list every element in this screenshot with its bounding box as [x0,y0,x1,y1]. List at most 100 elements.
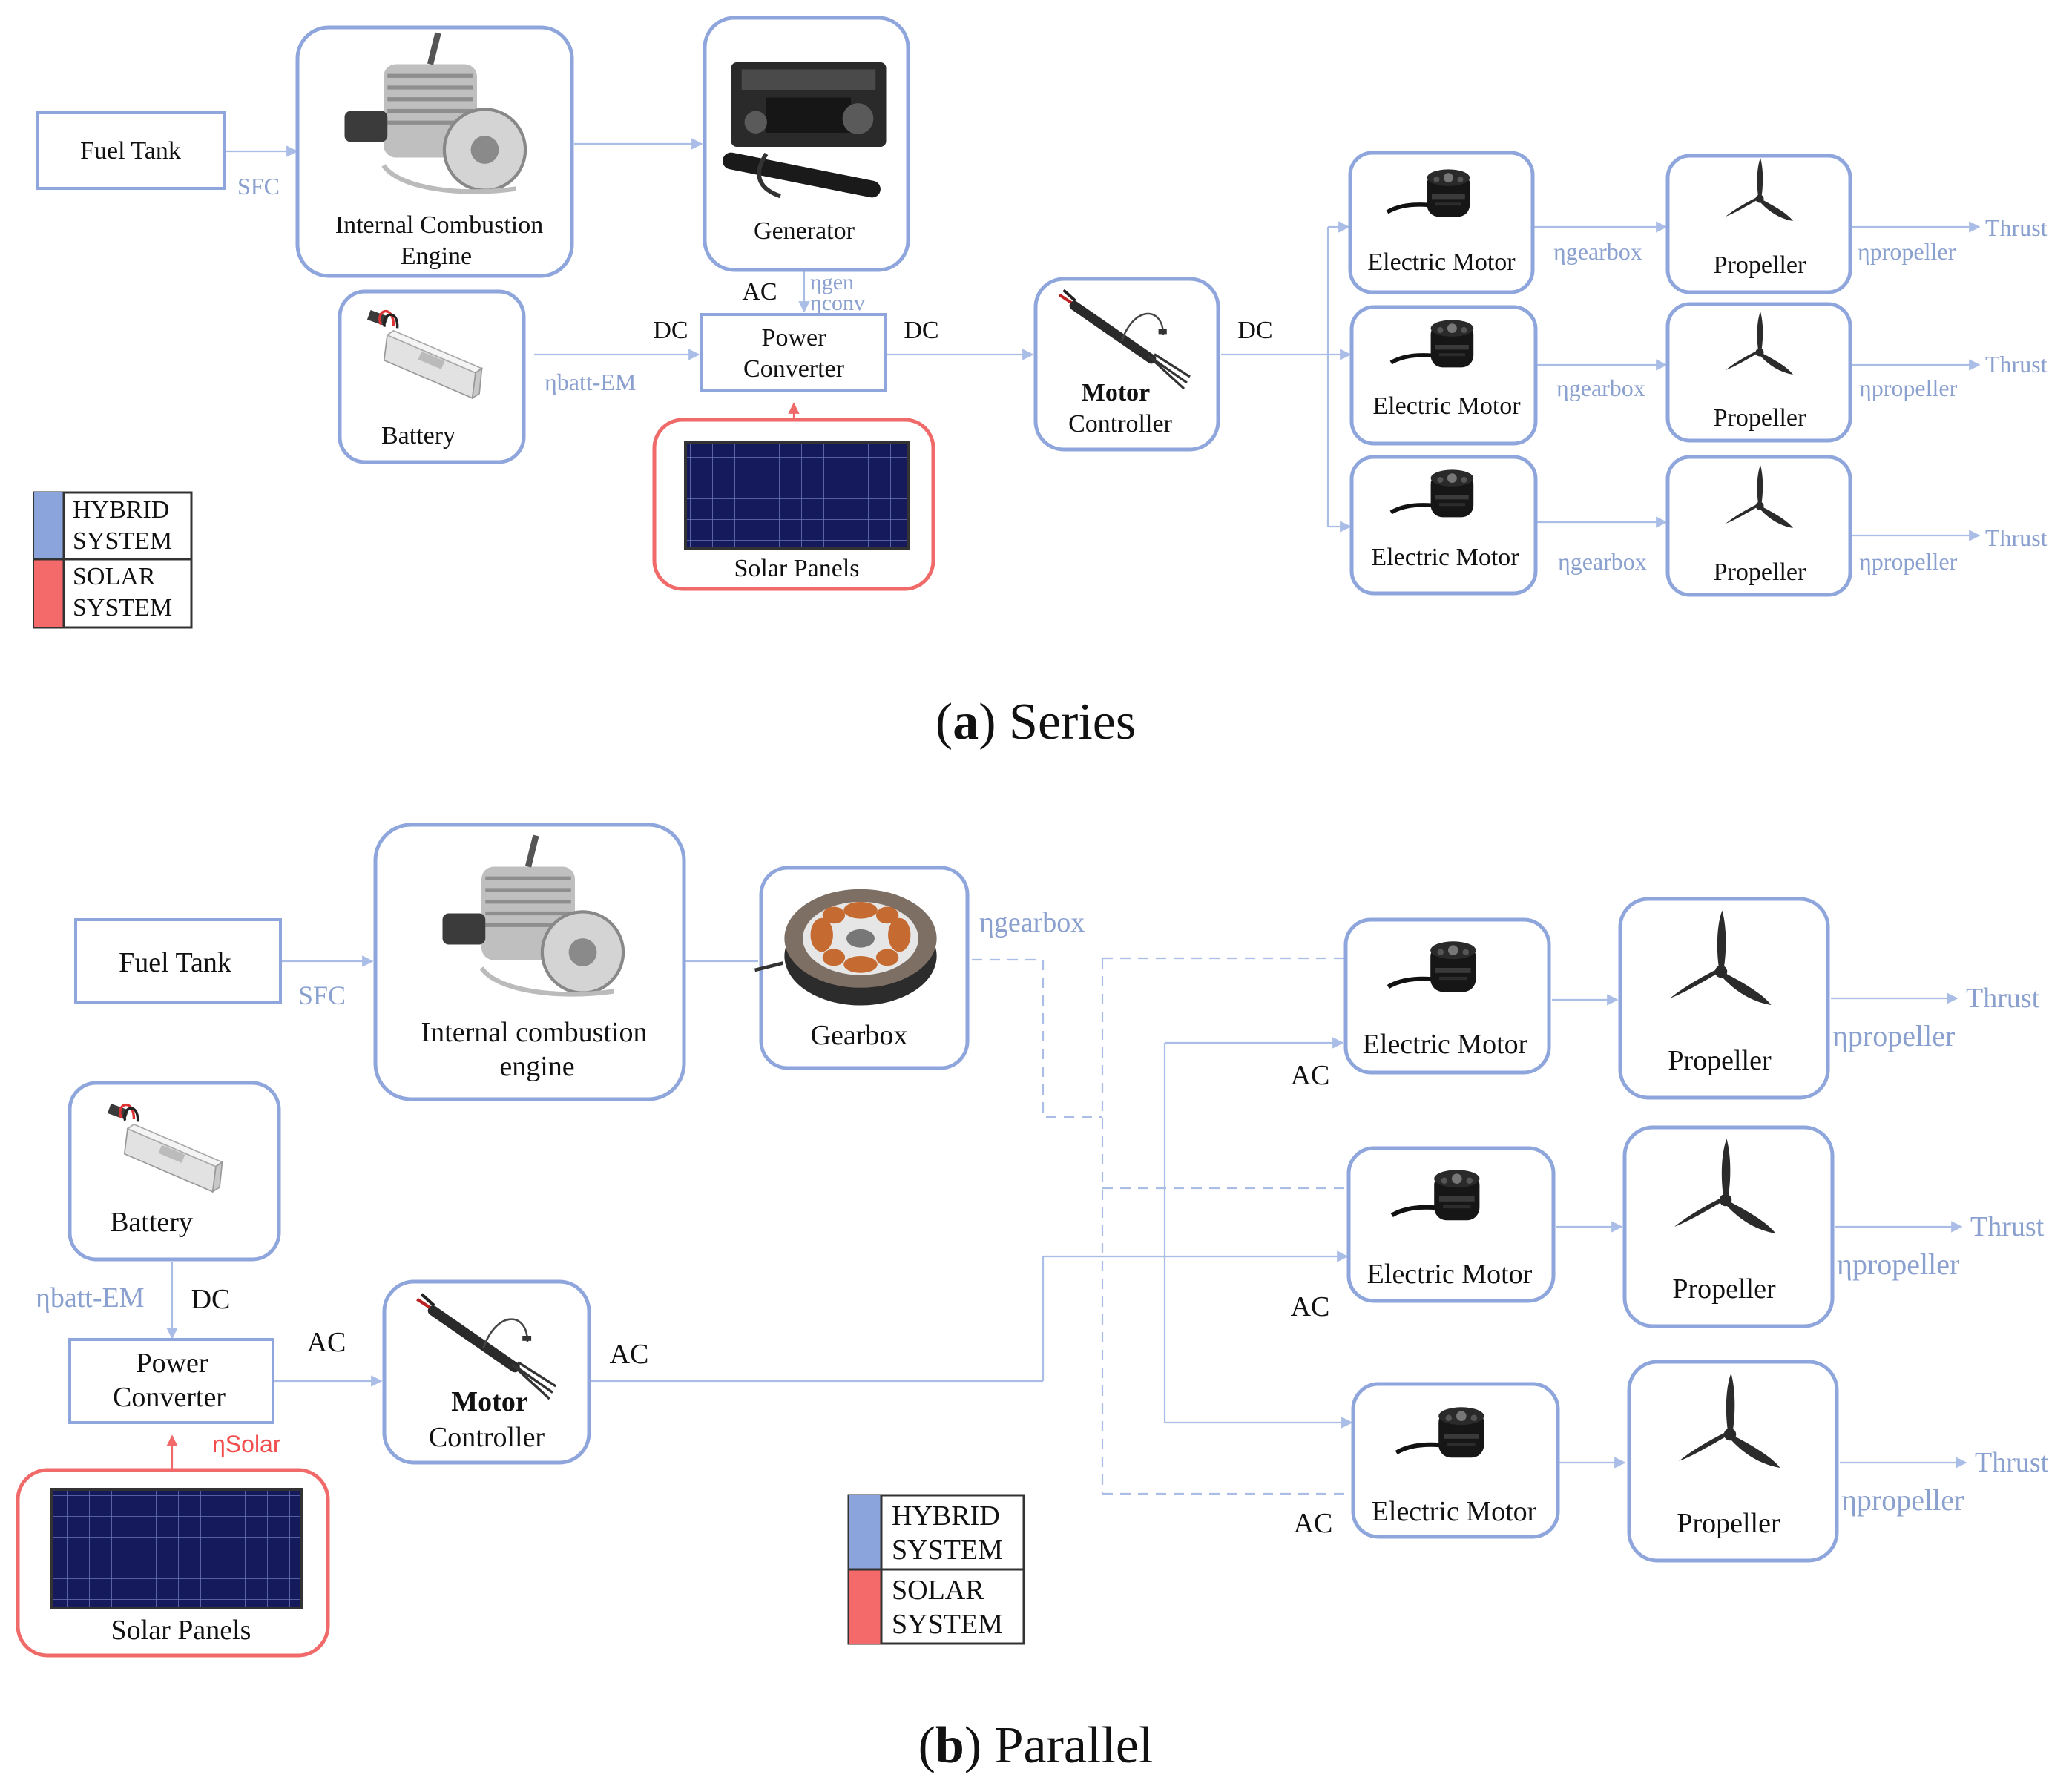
series-internal-combustion-engine: Internal Combustion Engine [295,25,574,278]
series-engine-label-2: Engine [401,243,472,270]
series-eta-propeller-1: ηpropeller [1858,238,1956,265]
series-legend-solar-2: SYSTEM [73,594,172,622]
parallel-fuel-tank-label: Fuel Tank [119,947,231,978]
series-eta-gearbox-1: ηgearbox [1553,238,1642,265]
parallel-electric-motor-label-2: Electric Motor [1367,1259,1533,1290]
series-eta-conv: ηconv [810,291,865,315]
series-battery: Battery [338,289,526,464]
series-motor-controller-label-2: Controller [1068,410,1172,438]
parallel-caption: (b) Parallel [918,1717,1154,1774]
parallel-wires [166,955,1967,1495]
parallel-power-converter-label-2: Converter [113,1382,226,1413]
series-diagram: Fuel Tank SFC Internal Combustion Engine… [33,16,2048,751]
series-legend-solar-1: SOLAR [73,563,156,590]
parallel-ac-mc-label: AC [610,1339,649,1370]
series-motor-controller-label-1: Motor [1082,379,1151,406]
parallel-diagram: Fuel Tank SFC Internal combustion engine… [16,823,2049,1774]
parallel-motor-controller: Motor Controller [382,1279,591,1465]
parallel-eta-solar: ηSolar [212,1431,281,1457]
series-eta-propeller-2: ηpropeller [1859,375,1958,401]
parallel-solar-panels-label: Solar Panels [111,1615,251,1646]
series-dc-out-label: DC [904,317,938,344]
parallel-gearbox: Gearbox [755,866,970,1070]
parallel-motor-controller-label-1: Motor [451,1386,528,1417]
parallel-eta-propeller-1: ηpropeller [1832,1019,1955,1052]
series-legend-hybrid-2: SYSTEM [73,527,172,555]
series-thrust-1: Thrust [1985,214,2048,241]
parallel-propeller-label-3: Propeller [1677,1508,1780,1539]
series-propeller-3: Propeller [1665,455,1852,597]
parallel-propeller-2: Propeller [1622,1125,1835,1328]
parallel-fuel-tank: Fuel Tank [74,918,282,1004]
parallel-thrust-2: Thrust [1970,1211,2045,1242]
parallel-caption-text: Parallel [981,1717,1153,1774]
parallel-battery-label: Battery [110,1207,193,1238]
parallel-gearbox-label: Gearbox [811,1020,908,1051]
parallel-power-converter-label-1: Power [136,1348,208,1379]
parallel-eta-propeller-3: ηpropeller [1841,1483,1964,1517]
parallel-engine-label-2: engine [499,1051,574,1082]
parallel-caption-letter: b [935,1717,964,1774]
parallel-ac-pc-label: AC [307,1327,346,1358]
parallel-ac-label-1: AC [1291,1060,1330,1091]
series-eta-gearbox-3: ηgearbox [1558,548,1647,575]
parallel-electric-motor-label-3: Electric Motor [1372,1496,1537,1527]
series-power-converter-label-2: Converter [743,355,845,383]
series-generator-label: Generator [754,217,855,245]
series-thrust-2: Thrust [1985,351,2048,378]
series-ac-label: AC [742,278,777,306]
legend-hybrid-swatch [34,492,64,559]
series-solar-panels: Solar Panels [652,418,935,591]
series-legend-hybrid-1: HYBRID [73,496,169,524]
parallel-motor-controller-label-2: Controller [429,1422,545,1453]
parallel-legend: HYBRID SYSTEM SOLAR SYSTEM [847,1494,1025,1645]
parallel-ac-label-2: AC [1291,1291,1330,1322]
series-propeller-1: Propeller [1665,154,1852,294]
series-caption-letter: a [953,693,979,751]
parallel-thrust-3: Thrust [1975,1447,2049,1478]
series-caption: (a) Series [935,693,1136,751]
parallel-legend-solar-2: SYSTEM [892,1609,1003,1640]
series-eta-batt: ηbatt-EM [545,369,636,395]
parallel-propeller-label-1: Propeller [1668,1045,1772,1076]
parallel-electric-motor-3: Electric Motor [1351,1382,1560,1539]
series-thrust-3: Thrust [1985,524,2048,551]
parallel-legend-hybrid-2: SYSTEM [892,1535,1003,1566]
parallel-eta-gearbox: ηgearbox [979,907,1085,938]
series-battery-label: Battery [381,422,455,449]
series-propeller-label-3: Propeller [1714,558,1806,586]
series-engine-label-1: Internal Combustion [335,211,543,239]
parallel-engine-label-1: Internal combustion [421,1017,648,1048]
series-dc-in-label: DC [653,317,688,344]
parallel-thrust-1: Thrust [1966,983,2040,1014]
parallel-ac-label-3: AC [1294,1508,1333,1539]
legend-solar-swatch [849,1569,881,1644]
parallel-propeller-1: Propeller [1618,897,1830,1100]
parallel-propeller-3: Propeller [1627,1360,1839,1563]
parallel-eta-propeller-2: ηpropeller [1837,1248,1959,1281]
parallel-electric-motor-2: Electric Motor [1346,1146,1556,1303]
legend-hybrid-swatch [849,1495,881,1569]
parallel-power-converter: Power Converter [68,1338,274,1424]
legend-solar-swatch [34,559,64,627]
series-eta-gearbox-2: ηgearbox [1556,375,1645,401]
parallel-legend-hybrid-1: HYBRID [892,1500,1000,1532]
parallel-battery: Battery [68,1081,281,1262]
series-sfc-label: SFC [237,173,280,200]
series-generator: Generator [703,16,910,272]
parallel-electric-motor-1: Electric Motor [1343,917,1551,1075]
series-fuel-tank-label: Fuel Tank [80,137,181,165]
series-dc-mc-label: DC [1237,317,1272,344]
solar-panel-icon [684,441,910,550]
solar-panel-icon [50,1488,303,1609]
series-fuel-tank: Fuel Tank [36,111,226,190]
parallel-sfc-label: SFC [298,981,346,1010]
series-propeller-2: Propeller [1665,302,1852,443]
series-power-converter: Power Converter [700,313,887,392]
series-legend: HYBRID SYSTEM SOLAR SYSTEM [33,491,193,629]
series-eta-propeller-3: ηpropeller [1859,548,1958,575]
series-propeller-label-1: Propeller [1714,251,1806,279]
series-propeller-label-2: Propeller [1714,404,1806,432]
series-power-converter-label-1: Power [762,324,827,352]
